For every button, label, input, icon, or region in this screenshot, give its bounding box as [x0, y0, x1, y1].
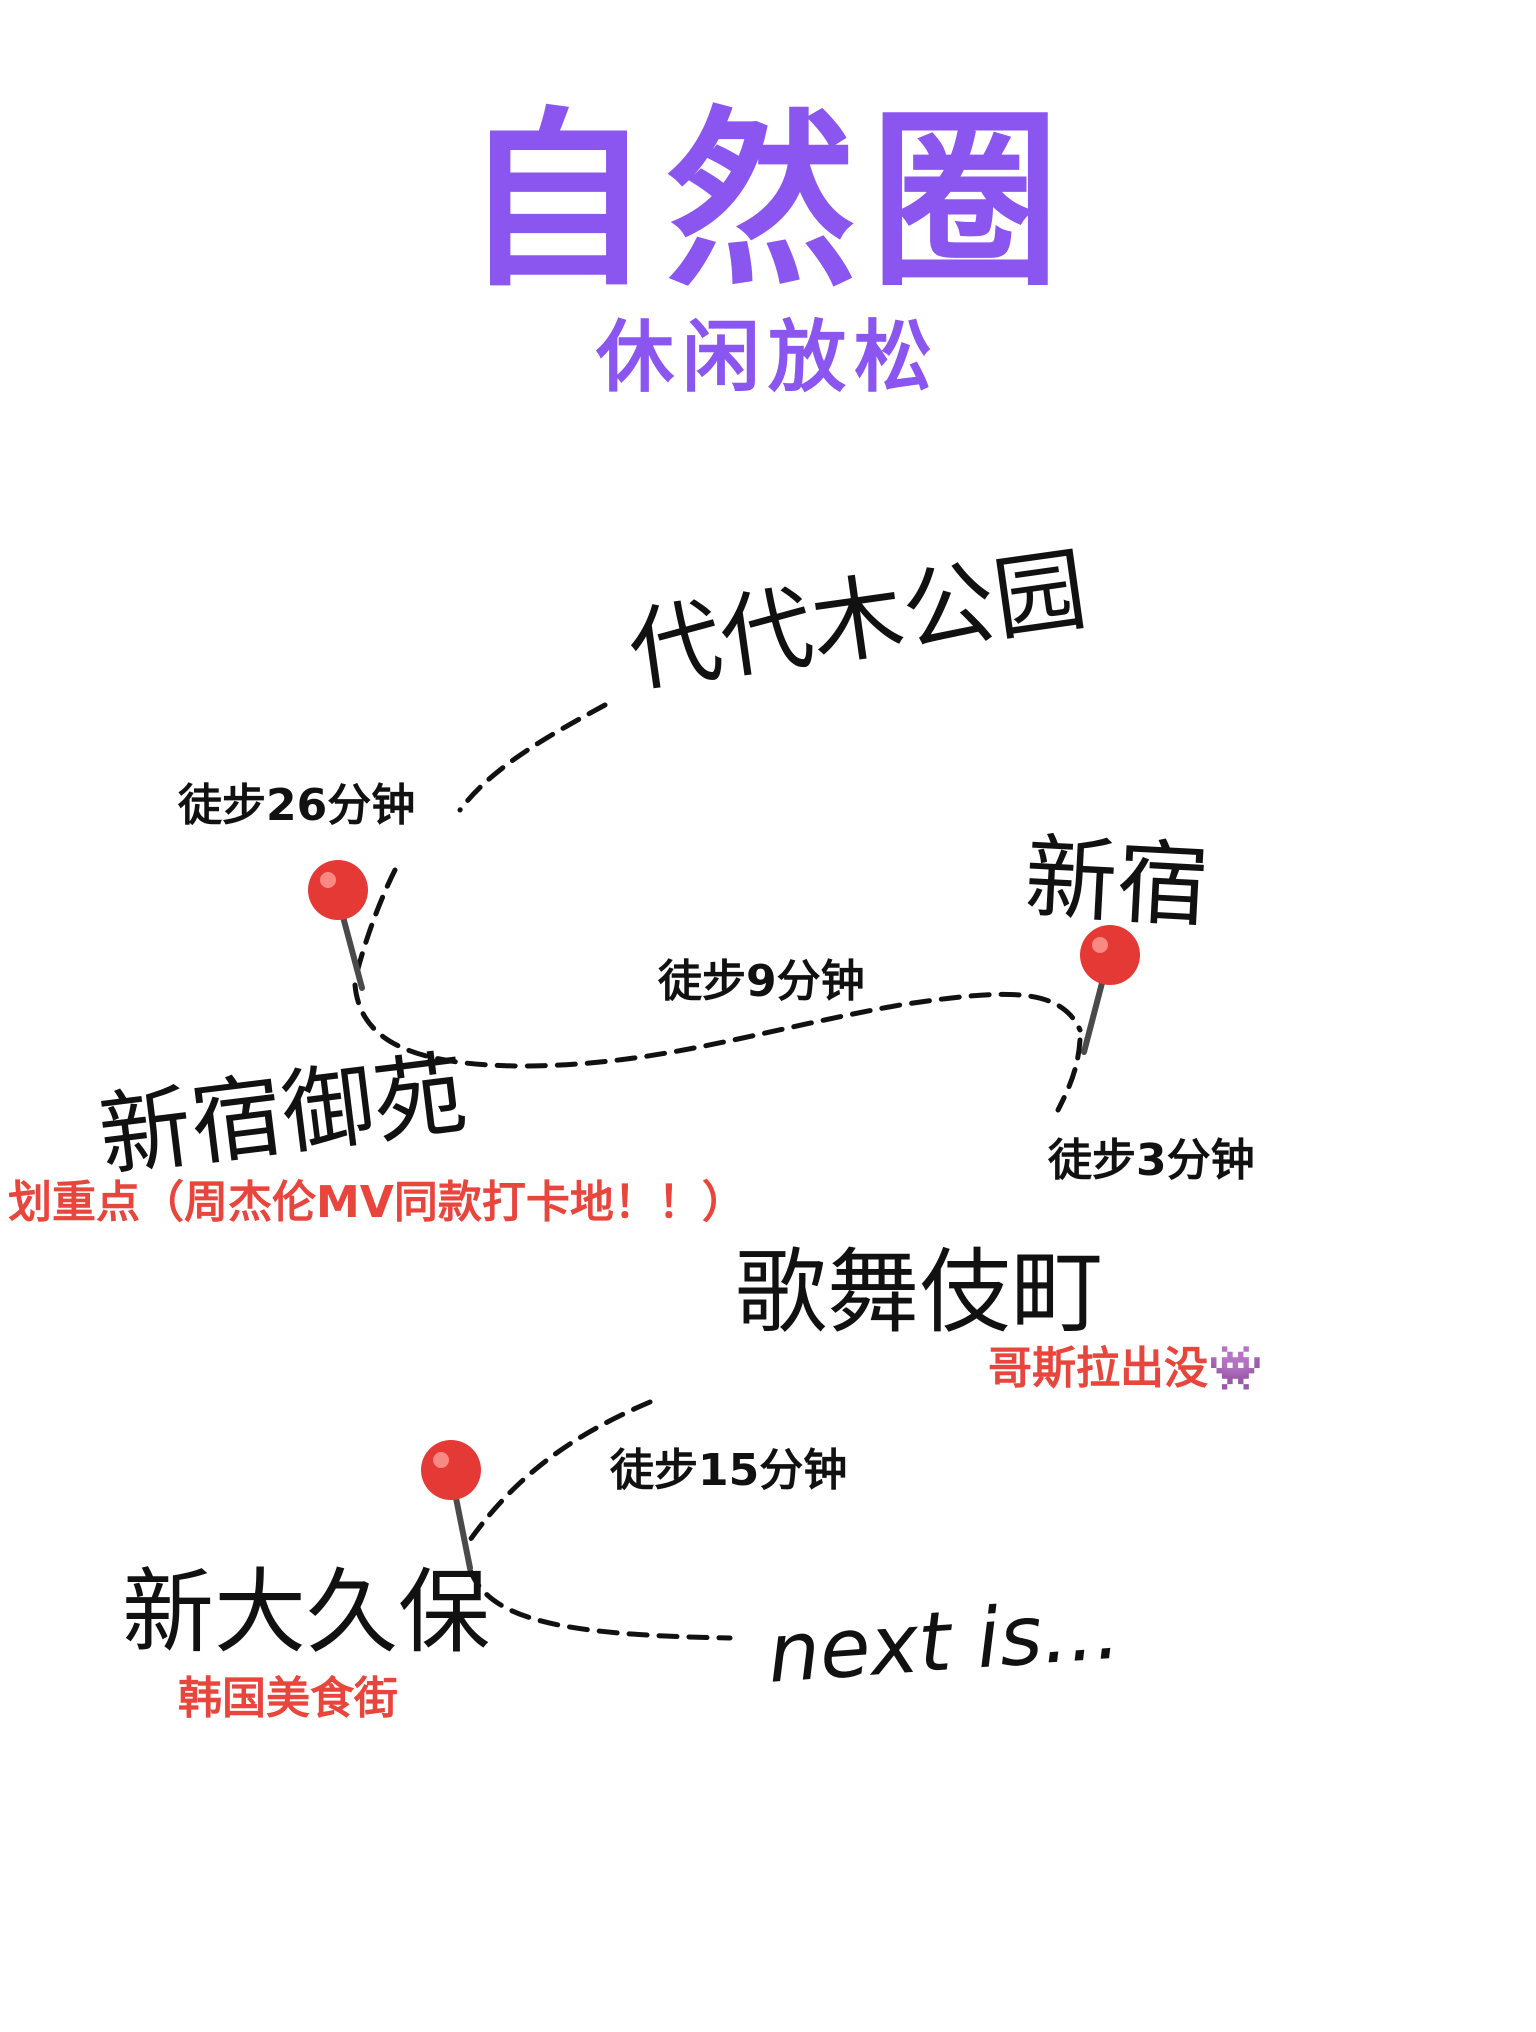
route-shinokubo-up [467, 1399, 653, 1543]
place-shinjuku: 新宿 [1022, 824, 1212, 941]
route-shinjuku-kabukicho [1055, 1037, 1083, 1113]
route-shinokubo-next [467, 1567, 733, 1641]
walk-time-9: 徒步9分钟 [658, 956, 865, 1007]
walk-time-15: 徒步15分钟 [610, 1445, 848, 1496]
place-kabukicho: 歌舞伎町 [735, 1239, 1104, 1346]
page-subtitle: 休闲放松 [595, 313, 940, 403]
pin-shinjuku [1080, 925, 1140, 1055]
note-kabukicho: 哥斯拉出没👾 [988, 1343, 1263, 1394]
route-gyoen-shinjuku [352, 982, 1083, 1069]
pin-gyoen [308, 860, 368, 991]
walk-time-26: 徒步26分钟 [178, 780, 416, 831]
place-shinokubo: 新大久保 [122, 1559, 491, 1666]
pin-shinokubo [421, 1440, 481, 1571]
page-title: 自然圈 [461, 91, 1074, 312]
walk-time-3: 徒步3分钟 [1048, 1135, 1255, 1186]
route-yoyogi-gyoen [457, 702, 608, 813]
note-gyoen: 划重点（周杰伦MV同款打卡地！！） [8, 1177, 746, 1228]
note-shinokubo: 韩国美食街 [178, 1673, 398, 1724]
